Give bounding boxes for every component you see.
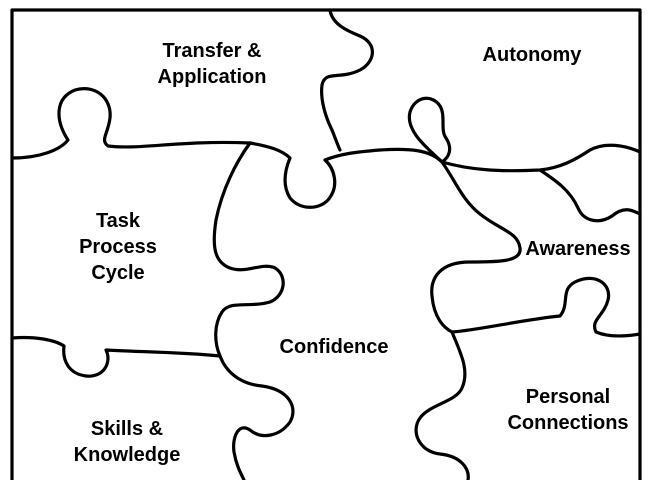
piece-task-process-cycle: Task Process Cycle: [68, 208, 168, 286]
seam-confidence-right: [430, 160, 522, 334]
piece-skills-knowledge: Skills & Knowledge: [52, 416, 202, 468]
piece-label-line: Transfer &: [162, 40, 262, 62]
seam-autonomy-knob: [407, 96, 452, 164]
piece-label-line: Cycle: [91, 262, 145, 284]
piece-awareness: Awareness: [510, 236, 646, 262]
piece-label-line: Task: [95, 210, 141, 232]
piece-label: Confidence: [279, 336, 389, 358]
seam-top-knob: [320, 8, 374, 152]
seam-awareness-knob: [538, 168, 642, 223]
seam-upper-left: [10, 87, 252, 160]
seam-personal-left: [414, 330, 470, 480]
seam-awareness-lower: [450, 276, 642, 338]
piece-label-line: Skills &: [90, 418, 164, 440]
piece-confidence: Confidence: [264, 334, 404, 360]
seam-upper-middle: [248, 141, 444, 209]
seam-confidence-left: [212, 141, 285, 358]
piece-label-line: Process: [79, 236, 157, 258]
seam-confidence-bottom: [218, 354, 295, 480]
piece-label-line: Knowledge: [73, 444, 181, 466]
seam-upper-right: [440, 143, 642, 173]
piece-transfer-application: Transfer & Application: [132, 38, 292, 90]
piece-label-line: Application: [157, 66, 267, 88]
piece-label: Awareness: [525, 238, 631, 260]
frame-border: [10, 8, 642, 480]
piece-label-line: Connections: [507, 412, 629, 434]
piece-label: Autonomy: [482, 44, 582, 66]
piece-autonomy: Autonomy: [462, 42, 602, 68]
seam-lower-left: [10, 335, 222, 378]
piece-label-line: Personal: [525, 386, 611, 408]
piece-personal-connections: Personal Connections: [490, 384, 646, 436]
